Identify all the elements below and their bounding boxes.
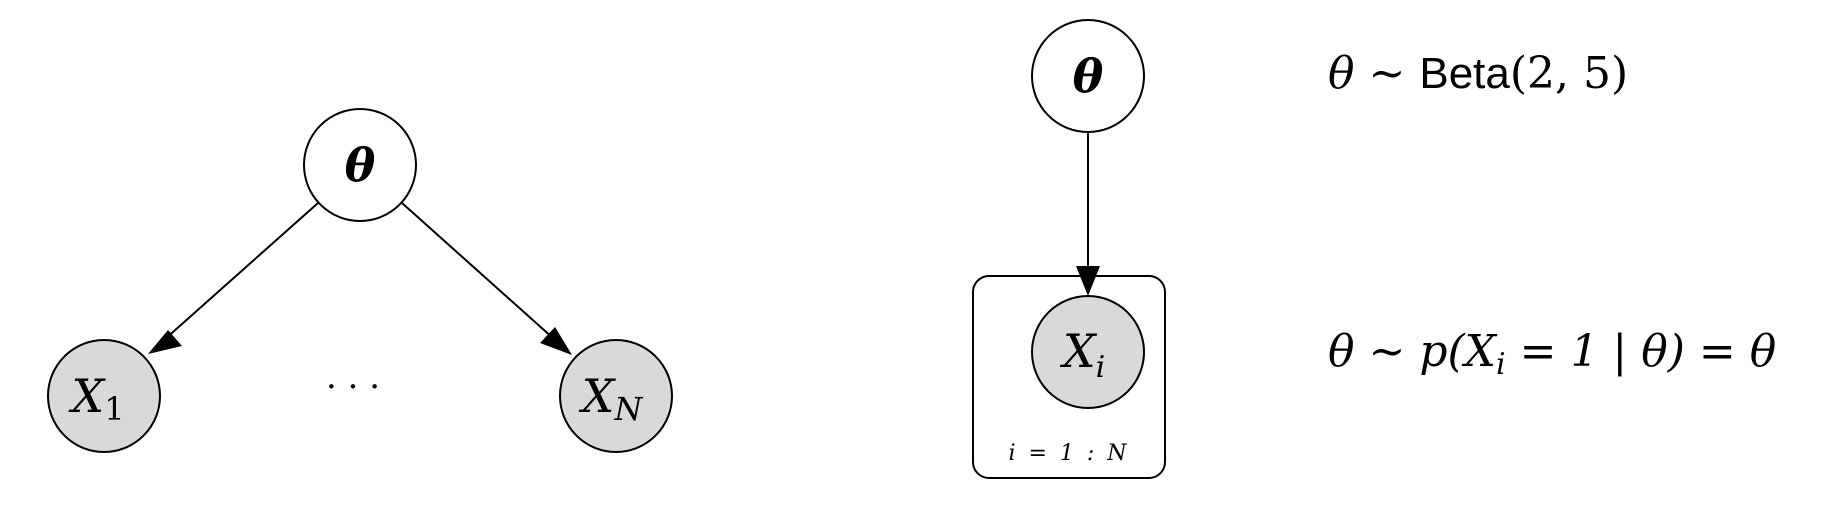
x1-sub: 1 <box>104 390 124 428</box>
right-graphical-model: θ Xi i = 1 : N <box>972 19 1166 479</box>
xi-sub: i <box>1096 350 1106 385</box>
theta-label-right: θ <box>1073 49 1104 103</box>
eq1-args: (2, 5) <box>1510 48 1628 99</box>
eq2-lhs: θ ∼ p( <box>1328 326 1465 377</box>
equations: θ ∼ Beta(2, 5) θ ∼ p(Xi = 1 | θ) = θ <box>1328 48 1776 382</box>
node-xi <box>1031 295 1145 409</box>
equation-prior: θ ∼ Beta(2, 5) <box>1328 48 1628 99</box>
xi-label: Xi <box>1060 324 1105 385</box>
arrowhead-x1 <box>148 330 182 354</box>
node-x1 <box>47 339 161 453</box>
node-xn <box>559 339 673 453</box>
edge-theta-to-xn <box>401 202 555 340</box>
equation-likelihood: θ ∼ p(Xi = 1 | θ) = θ <box>1328 326 1776 382</box>
x1-label: X1 <box>68 369 124 428</box>
arrowhead-xn <box>540 327 572 355</box>
eq1-lhs: θ ∼ <box>1328 48 1419 99</box>
eq2-sub: i <box>1496 347 1506 382</box>
xn-label: XN <box>579 369 644 428</box>
xi-base: X <box>1060 324 1098 378</box>
plate <box>972 275 1166 479</box>
node-theta-right <box>1031 19 1145 133</box>
node-theta-left <box>303 108 417 222</box>
eq2-rest: = 1 | θ) = θ <box>1506 326 1777 377</box>
xn-base: X <box>579 369 617 423</box>
plate-label: i = 1 : N <box>1008 441 1129 466</box>
x1-base: X <box>68 369 106 423</box>
left-graphical-model: θ X1 · · · XN <box>47 108 673 453</box>
edge-theta-to-x1 <box>154 202 319 349</box>
eq1-func: Beta <box>1419 49 1510 98</box>
eq2-x: X <box>1462 326 1498 377</box>
theta-label-left: θ <box>345 138 376 192</box>
ellipsis: · · · <box>326 367 380 407</box>
arrowhead-xi <box>1076 266 1100 296</box>
xn-sub: N <box>613 390 643 428</box>
